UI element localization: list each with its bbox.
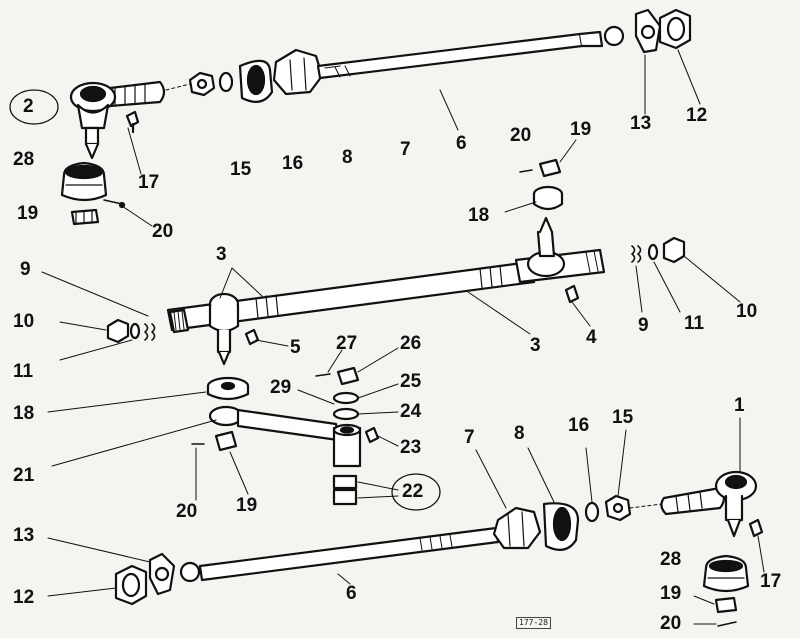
castle-nut-19-bottom — [714, 596, 738, 614]
grease-nipple-23 — [364, 426, 399, 447]
bush-22 — [332, 474, 358, 506]
label-21: 21 — [13, 465, 35, 486]
label-19-top: 19 — [17, 203, 39, 224]
label-28-top: 28 — [13, 149, 35, 170]
label-20-bottom: 20 — [660, 613, 682, 634]
long-tie-rod-6-top — [316, 25, 625, 80]
label-9-right: 9 — [638, 315, 649, 336]
label-16-top: 16 — [282, 153, 304, 174]
label-20-lower: 20 — [176, 501, 198, 522]
tab-washer-13-bottom — [148, 552, 176, 596]
label-17-top: 17 — [138, 172, 160, 193]
label-20-center: 20 — [510, 125, 532, 146]
label-29: 29 — [270, 377, 292, 398]
label-19-bottom: 19 — [660, 583, 682, 604]
castle-nut-19-top — [70, 208, 100, 226]
label-3-upper: 3 — [216, 244, 227, 265]
nut-15-top — [188, 71, 216, 97]
label-15-bottom: 15 — [612, 407, 634, 428]
washer-16-top — [218, 71, 234, 93]
castle-nut-19-lower — [214, 430, 238, 452]
grease-nipple-4 — [564, 284, 591, 327]
label-18-lower: 18 — [13, 403, 35, 424]
label-11-left: 11 — [13, 361, 34, 382]
washer-16-bottom — [584, 501, 600, 523]
castle-nut-19-center — [538, 158, 562, 178]
figure-code: 177-28 — [516, 617, 551, 629]
label-23: 23 — [400, 437, 422, 458]
center-track-rod-3 — [166, 216, 606, 366]
label-12-top: 12 — [686, 105, 708, 126]
nut-15-bottom — [604, 494, 632, 522]
spring-9-right — [631, 245, 642, 263]
label-25: 25 — [400, 371, 422, 392]
label-22: 22 — [402, 481, 424, 502]
nut-10-right — [662, 236, 686, 264]
rubber-boot-28-bottom — [702, 554, 750, 593]
nut-12-bottom — [114, 564, 148, 606]
label-24: 24 — [400, 401, 422, 422]
label-8-bottom: 8 — [514, 423, 525, 444]
nut-10-left — [106, 318, 130, 344]
tie-rod-end-2 — [69, 80, 166, 160]
label-4: 4 — [586, 327, 597, 348]
label-11-right: 11 — [684, 313, 705, 334]
label-19-lower: 19 — [236, 495, 258, 516]
tab-washer-13-top — [634, 8, 662, 54]
washer-25 — [332, 391, 360, 405]
spring-9-left — [144, 323, 156, 341]
rubber-boot-28-top — [60, 161, 108, 202]
rubber-bush-18-top — [532, 185, 564, 211]
label-13-bottom: 13 — [13, 525, 35, 546]
washer-24 — [332, 407, 360, 421]
label-10-left: 10 — [13, 311, 35, 332]
label-17-bottom: 17 — [760, 571, 782, 592]
label-18-top: 18 — [468, 205, 490, 226]
grease-nipple-17-bottom — [748, 518, 765, 573]
grease-nipple-17-top — [125, 110, 140, 134]
label-1: 1 — [734, 395, 745, 416]
cap-7-bottom — [492, 506, 542, 550]
label-28-bottom: 28 — [660, 549, 682, 570]
tie-rod-end-1 — [660, 470, 758, 538]
label-15-top: 15 — [230, 159, 252, 180]
cone-8-top — [238, 59, 274, 103]
idler-arm-21 — [208, 405, 362, 468]
nut-12-top — [658, 8, 692, 50]
label-16-bottom: 16 — [568, 415, 590, 436]
washer-11-left — [129, 322, 141, 340]
label-9-left: 9 — [20, 259, 31, 280]
label-13-top: 13 — [630, 113, 652, 134]
grease-nipple-5 — [244, 328, 289, 347]
label-7-bottom: 7 — [464, 427, 475, 448]
label-27: 27 — [336, 333, 358, 354]
cone-8-bottom — [542, 502, 580, 551]
label-20-top: 20 — [152, 221, 174, 242]
label-5: 5 — [290, 337, 301, 358]
label-6-bottom: 6 — [346, 583, 357, 604]
label-26: 26 — [400, 333, 422, 354]
label-7-top: 7 — [400, 139, 411, 160]
label-8-top: 8 — [342, 147, 353, 168]
label-2: 2 — [23, 96, 34, 117]
highlight-circle-2 — [9, 89, 59, 125]
castle-nut-26 — [336, 366, 360, 386]
label-12-bottom: 12 — [13, 587, 35, 608]
label-19-center: 19 — [570, 119, 592, 140]
long-tie-rod-6-bottom — [179, 526, 500, 583]
rubber-bush-18-lower — [206, 376, 250, 401]
label-3-right: 3 — [530, 335, 541, 356]
label-6-top: 6 — [456, 133, 467, 154]
cap-7-top — [272, 48, 324, 96]
label-10-right: 10 — [736, 301, 758, 322]
washer-11-right — [647, 243, 659, 261]
highlight-circle-22 — [391, 473, 441, 511]
